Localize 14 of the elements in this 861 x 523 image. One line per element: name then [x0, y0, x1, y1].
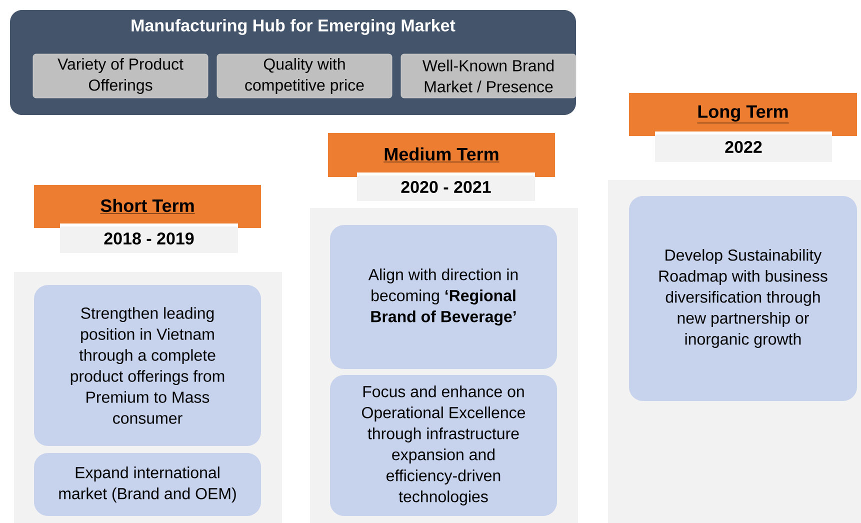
goal-box: Focus and enhance on Operational Excellence through infrastructure expansion and efficiency-driven technologies	[330, 375, 557, 516]
year-box: 2022	[655, 132, 832, 162]
goal-box: Align with direction in becoming ‘Regional Brand of Beverage’	[330, 225, 557, 369]
feature-box: Variety of Product Offerings	[32, 54, 208, 98]
feature-box: Quality with competitive price	[216, 54, 392, 98]
year-box: 2018 - 2019	[60, 224, 238, 253]
term-header: Long Term	[629, 93, 857, 136]
goal-box: Develop Sustainability Roadmap with business diversification through new partnership or inorganic growth	[629, 196, 857, 401]
year-box: 2020 - 2021	[357, 172, 535, 201]
goal-box: Expand international market (Brand and OEM)	[34, 453, 261, 516]
term-header: Short Term	[34, 185, 261, 228]
term-header: Medium Term	[328, 133, 555, 177]
feature-box: Well-Known Brand Market / Presence	[400, 54, 576, 98]
goal-box: Strengthen leading position in Vietnam through a complete product offerings from Premium to Mass consumer	[34, 285, 261, 446]
